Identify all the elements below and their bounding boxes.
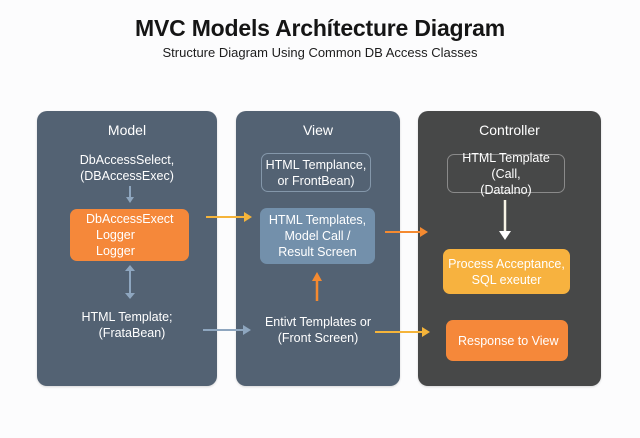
diagram-subtitle: Structure Diagram Using Common DB Access… [162,45,478,60]
model-box-line: Logger [96,244,135,258]
view-center-box-line: HTML Templates, [268,213,367,227]
model-bottom-text-line: HTML Template; [81,310,173,324]
model-top-text: DbAccessSelect, (DBAccessExec) [37,152,217,184]
controller-process-box-line: SQL exeuter [471,272,542,287]
view-center-box: HTML Templates, Model Call / Result Scre… [260,208,375,264]
model-panel-title: Model [107,122,147,138]
controller-panel-title: Controller [479,122,540,138]
model-box-line: DbAccessExect [86,212,174,226]
view-outline-box: HTML Templance, or FrontBean) [261,153,371,192]
controller-response-box-line: Response to View [458,333,559,348]
controller-outline-box-line: HTML Template (Call, [462,150,550,181]
view-outline-box-line: or FrontBean) [277,173,355,188]
view-bottom-text-line: Entivt Templates or [264,315,372,329]
view-outline-box-line: HTML Templance, [265,157,367,172]
view-bottom-text: Entivt Templates or (Front Screen) [236,314,400,346]
controller-outline-box-line: (Datalno) [480,182,532,197]
diagram-title: MVC Models Archítecture Diagram [135,15,505,41]
model-box-line: Logger [96,228,135,242]
model-bottom-text-line: (FrataBean) [98,326,166,340]
controller-response-box: Response to View [446,320,568,361]
model-dbaccess-box: DbAccessExect Logger Logger [70,209,189,261]
model-top-text-line: DbAccessSelect, [79,153,175,167]
view-center-box-line: Result Screen [278,245,357,259]
controller-outline-box: HTML Template (Call, (Datalno) [447,151,565,197]
model-bottom-text: HTML Template; (FrataBean) [37,309,217,341]
view-center-box-line: Model Call / [284,229,351,243]
view-panel-title: View [302,122,334,138]
controller-process-box: Process Acceptance, SQL exeuter [443,249,570,294]
model-top-text-line: (DBAccessExec) [80,169,174,183]
view-bottom-text-line: (Front Screen) [277,331,359,345]
controller-process-box-line: Process Acceptance, [448,256,565,271]
